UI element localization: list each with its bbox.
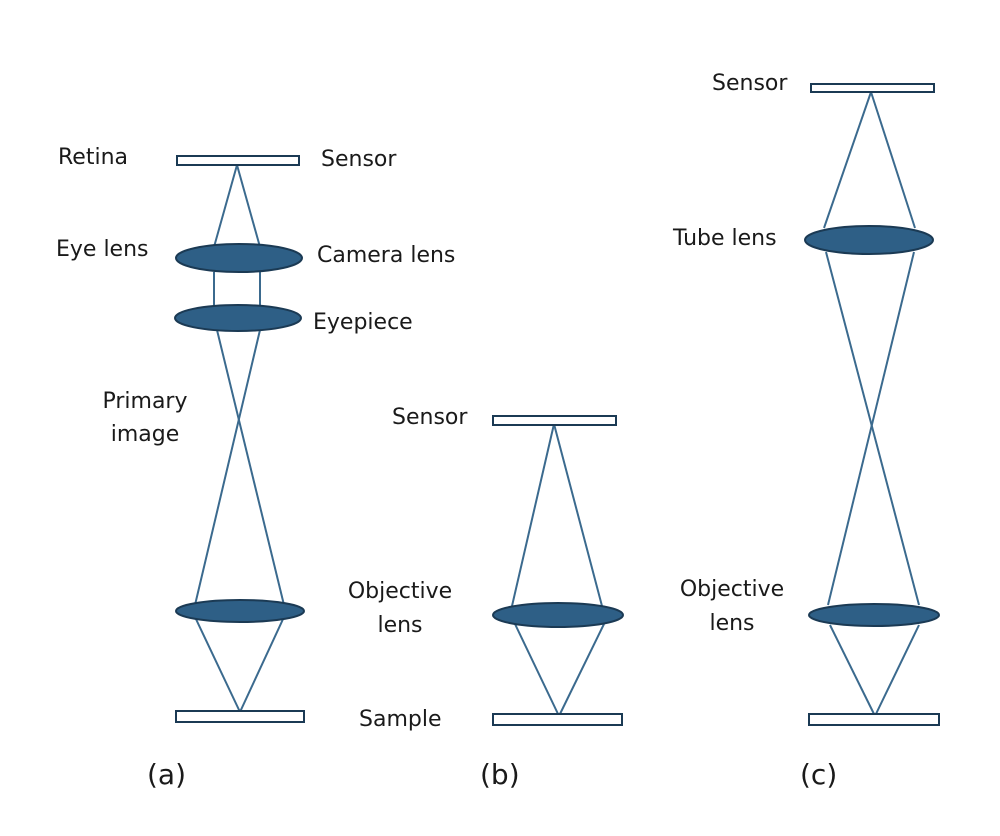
ray-b-lower-right — [558, 623, 605, 717]
ray-c-cross-2 — [827, 251, 915, 606]
label-objective-c-line2: lens — [709, 611, 755, 637]
ray-a-sensor-left — [213, 164, 238, 248]
label-objective-b-line1: Objective — [347, 579, 453, 604]
ray-c-lower-left — [829, 624, 876, 717]
label-objective-c-line1: Objective — [679, 577, 785, 602]
label-objective-c: Objective lens — [664, 577, 800, 638]
objective-lens-a — [175, 599, 305, 623]
ray-b-upper-right — [553, 423, 603, 607]
tube-lens — [804, 225, 934, 255]
label-sensor-c: Sensor — [712, 71, 788, 96]
objective-lens-c — [808, 603, 940, 627]
ray-c-lower-right — [874, 624, 920, 717]
ray-a-cross-1 — [216, 329, 285, 606]
ray-b-upper-left — [511, 423, 555, 607]
ray-a-sample-right — [239, 616, 285, 713]
panel-label-a: (a) — [147, 758, 187, 791]
ray-a-sensor-right — [236, 164, 261, 248]
ray-c-upper-right — [870, 91, 916, 229]
sample-plate-a — [175, 710, 305, 723]
label-primary-image-line1: Primary — [102, 389, 188, 414]
ray-c-upper-left — [823, 91, 872, 229]
panel-label-b: (b) — [480, 758, 520, 791]
ray-a-cross-2 — [194, 329, 261, 606]
sample-plate-c — [808, 713, 940, 726]
sensor-plate-b — [492, 415, 617, 426]
sensor-plate-a — [176, 155, 300, 166]
label-camera-lens: Camera lens — [317, 243, 456, 268]
objective-lens-b — [492, 602, 624, 628]
ray-b-lower-left — [514, 623, 560, 717]
label-tube-lens: Tube lens — [673, 226, 777, 251]
eyepiece-lens — [174, 304, 302, 332]
label-sensor-a: Sensor — [321, 147, 397, 172]
sensor-plate-c — [810, 83, 935, 93]
label-eye-lens: Eye lens — [56, 237, 149, 262]
label-objective-b-line2: lens — [377, 613, 423, 639]
eye-lens — [175, 243, 303, 273]
ray-c-cross-1 — [825, 251, 920, 606]
label-primary-image: Primary image — [90, 389, 200, 449]
label-retina: Retina — [58, 145, 128, 170]
label-objective-b: Objective lens — [332, 579, 468, 640]
label-primary-image-line2: image — [110, 422, 180, 448]
label-eyepiece: Eyepiece — [313, 310, 413, 335]
ray-a-sample-left — [194, 616, 241, 713]
panel-label-c: (c) — [800, 758, 838, 791]
label-sensor-b: Sensor — [392, 405, 468, 430]
label-sample: Sample — [359, 707, 442, 732]
sample-plate-b — [492, 713, 623, 726]
